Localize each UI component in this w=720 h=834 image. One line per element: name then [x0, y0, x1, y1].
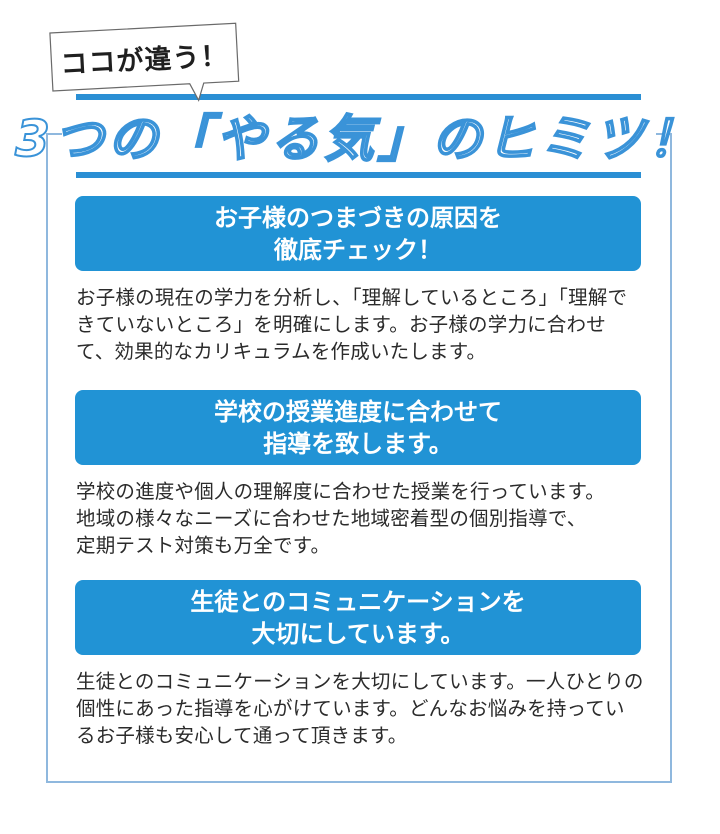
body-line: きていないところ」を明確にします。お子様の学力に合わせ	[76, 313, 606, 336]
section-heading-line: 大切にしています。	[251, 619, 465, 648]
section-heading-line: 指導を致します。	[263, 429, 453, 458]
section-body-3: 生徒とのコミュニケーションを大切にしています。一人ひとりの 個性にあった指導を心…	[76, 668, 646, 749]
speech-bubble-icon	[49, 22, 240, 102]
title-rule-bottom	[76, 172, 641, 178]
section-body-1: お子様の現在の学力を分析し、「理解しているところ」「理解で きていないところ」を…	[76, 284, 646, 365]
speech-bubble-callout: ココが違う！	[49, 22, 240, 102]
page-title: 3つの「やる気」のヒミツ！	[14, 109, 702, 169]
callout-label: ココが違う！	[59, 40, 230, 80]
section-body-2: 学校の進度や個人の理解度に合わせた授業を行っています。 地域の様々なニーズに合わ…	[76, 478, 646, 559]
body-line: 学校の進度や個人の理解度に合わせた授業を行っています。	[76, 480, 605, 503]
body-line: て、効果的なカリキュラムを作成いたします。	[76, 340, 487, 363]
body-line: るお子様も安心して通って頂きます。	[76, 724, 408, 747]
body-line: お子様の現在の学力を分析し、「理解しているところ」「理解で	[76, 286, 628, 309]
section-heading-line: 生徒とのコミュニケーションを	[190, 587, 526, 616]
section-heading-line: 徹底チェック！	[274, 235, 442, 264]
section-heading-3: 生徒とのコミュニケーションを 大切にしています。	[75, 580, 641, 655]
body-line: 個性にあった指導を心がけています。どんなお悩みを持ってい	[76, 697, 625, 720]
section-heading-2: 学校の授業進度に合わせて 指導を致します。	[75, 390, 641, 465]
body-line: 生徒とのコミュニケーションを大切にしています。一人ひとりの	[76, 670, 644, 693]
section-heading-1: お子様のつまづきの原因を 徹底チェック！	[75, 196, 641, 271]
body-line: 地域の様々なニーズに合わせた地域密着型の個別指導で、	[76, 507, 587, 530]
body-line: 定期テスト対策も万全です。	[76, 534, 331, 557]
content-frame	[46, 133, 672, 783]
title-rule-top	[76, 94, 641, 100]
frame-corner-left	[46, 133, 62, 135]
section-heading-line: お子様のつまづきの原因を	[214, 203, 502, 232]
frame-corner-right	[656, 133, 672, 135]
section-heading-line: 学校の授業進度に合わせて	[214, 397, 502, 426]
